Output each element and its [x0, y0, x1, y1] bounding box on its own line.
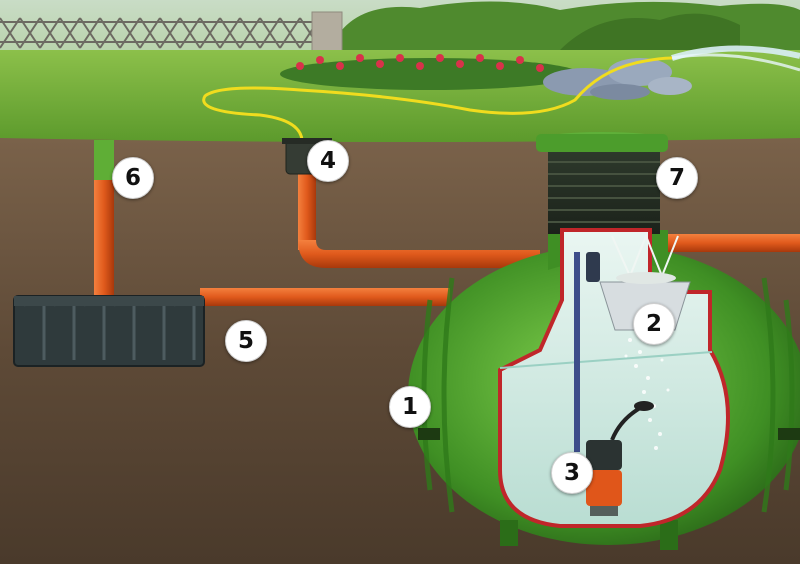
garden-fence	[0, 17, 321, 49]
flower-bed	[280, 58, 580, 90]
marker-5-infiltration: 5	[225, 320, 267, 362]
marker-6-overflow: 6	[112, 157, 154, 199]
marker-4-inlet-filter: 4	[307, 140, 349, 182]
float-switch-cable	[610, 406, 642, 441]
submersible-pump	[586, 440, 622, 516]
feed-pipe-right	[650, 234, 800, 252]
overflow-pipe-cap	[94, 140, 114, 180]
overflow-pipe-horizontal	[200, 288, 450, 306]
overflow-pipe-vertical	[94, 178, 114, 298]
inlet-pipe-vertical	[298, 170, 316, 250]
garden-hose	[202, 56, 673, 141]
shrub	[560, 13, 740, 61]
infiltration-block	[13, 295, 205, 367]
float-switch	[634, 401, 654, 411]
pump-switch	[586, 252, 600, 282]
pump-riser-pipe	[574, 252, 580, 452]
marker-3-pump: 3	[551, 452, 593, 494]
marker-2-filter: 2	[633, 303, 675, 345]
flowers	[296, 54, 544, 72]
inlet-pipe-horizontal	[298, 240, 540, 268]
hose-spray	[671, 45, 800, 61]
marker-7-dome: 7	[656, 157, 698, 199]
marker-1-tank: 1	[389, 386, 431, 428]
water-droplets	[624, 338, 670, 450]
